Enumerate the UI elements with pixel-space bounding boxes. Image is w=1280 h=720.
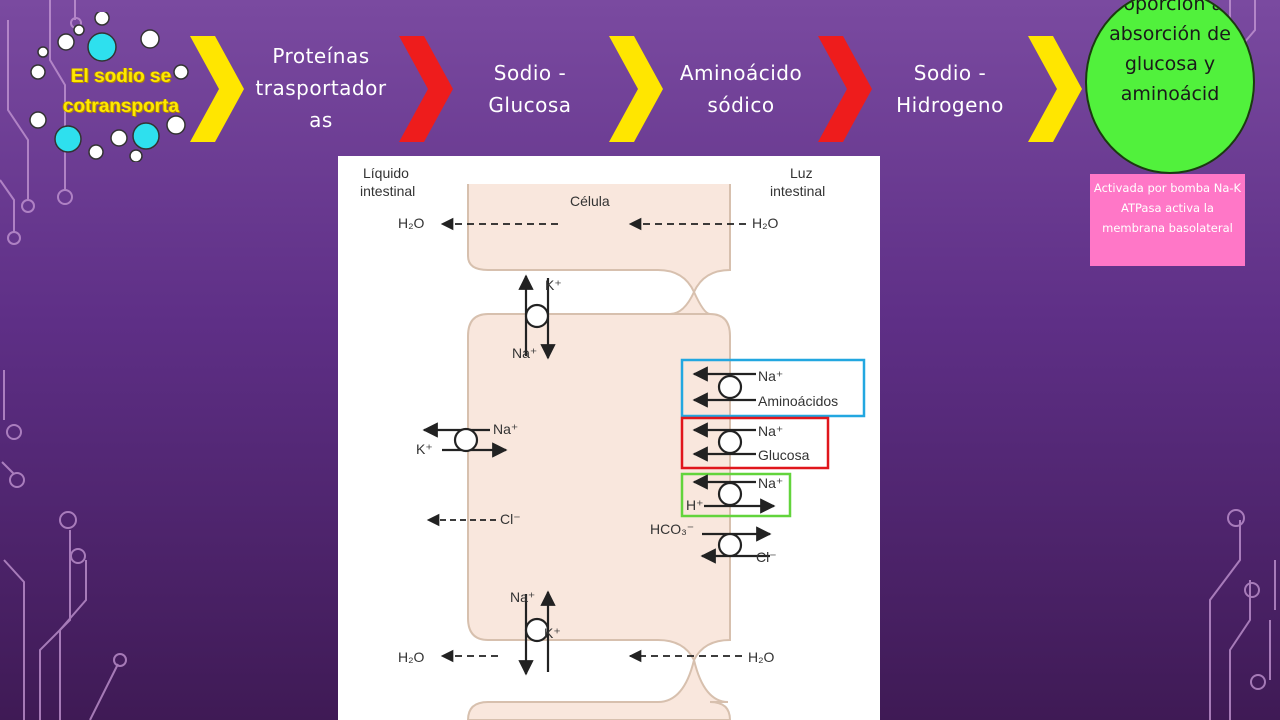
result-text: Proporcion an absorción de glucosa y ami… [1104,0,1236,105]
cell-bottom [466,659,732,720]
chevrons [190,36,1082,142]
chevron-3 [609,36,663,142]
na-glucosa: Na⁺ [758,423,783,439]
step-proteinas: Proteínas trasportador as [255,44,387,132]
result-circle: Proporcion an absorción de glucosa y ami… [1085,0,1255,174]
label-glucosa: Glucosa [758,447,810,463]
title-cluster: El sodio se cotransporta [18,10,198,163]
box-glucosa [680,416,830,470]
cell-top [467,184,731,295]
label-h: H⁺ [686,497,704,513]
na-top: Na⁺ [512,345,537,361]
k-bottom: K⁺ [544,625,561,641]
label-liquido: Líquido [363,165,409,181]
na-left: Na⁺ [493,421,518,437]
step-aminoacido-sodico: Aminoácido sódico [679,61,803,117]
k-top: K⁺ [545,277,562,293]
h2o-top-left: H₂O [398,215,425,231]
label-intestinal-left: intestinal [360,183,415,199]
label-celula: Célula [570,193,610,209]
label-intestinal-right: intestinal [770,183,825,199]
step-sodio-hidrogeno: Sodio - Hidrogeno [896,61,1004,117]
cell-main [467,289,731,663]
box-aminoacidos [680,358,866,418]
chevron-4 [818,36,872,142]
dots-decoration [29,10,189,163]
chevron-2 [399,36,453,142]
step-sodio-glucosa: Sodio - Glucosa [488,61,572,117]
label-luz: Luz [790,165,813,181]
label-hco3: HCO₃⁻ [650,521,694,537]
na-aminoacidos: Na⁺ [758,368,783,384]
label-aminoacidos: Aminoácidos [758,393,838,409]
h2o-top-right: H₂O [752,215,779,231]
transport-diagram: Líquido intestinal Luz intestinal Célula… [338,156,880,720]
cl-left: Cl⁻ [500,511,521,527]
cl-right: Cl⁻ [756,549,777,565]
k-left: K⁺ [416,441,433,457]
h2o-bottom-right: H₂O [748,649,775,665]
box-hidrogeno [680,472,792,518]
na-bottom: Na⁺ [510,589,535,605]
h2o-bottom-left: H₂O [398,649,425,665]
slide-title: El sodio se cotransporta [62,66,180,117]
chevron-1 [190,36,244,142]
na-hidrogeno: Na⁺ [758,475,783,491]
note-box: Activada por bomba Na-K ATPasa activa la… [1090,174,1245,266]
chevron-5 [1028,36,1082,142]
